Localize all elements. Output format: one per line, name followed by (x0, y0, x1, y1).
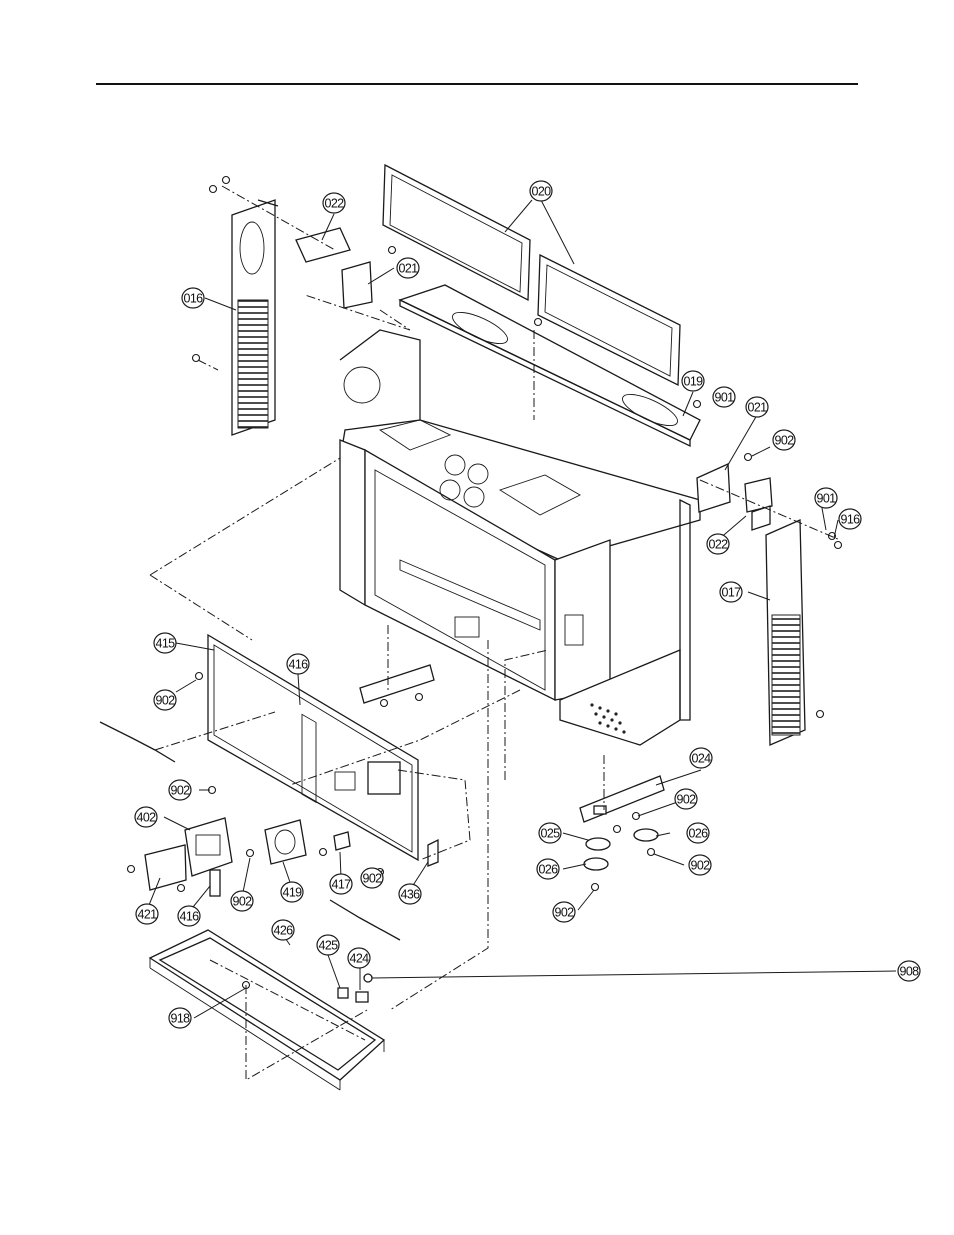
bracket-021-left (342, 262, 372, 308)
callout-016: 016 (182, 288, 204, 308)
callout-label: 902 (676, 793, 696, 807)
callout-902: 902 (773, 430, 795, 450)
front-panel-415 (208, 635, 418, 860)
callout-label: 016 (183, 292, 203, 306)
callout-902: 902 (169, 780, 191, 800)
bracket-022-right (745, 478, 772, 530)
callout-419: 419 (281, 882, 303, 902)
callout-label: 902 (170, 784, 190, 798)
callout-label: 026 (538, 863, 558, 877)
side-panel-016 (232, 200, 278, 435)
callout-436: 436 (399, 884, 421, 904)
foot-026 (634, 829, 658, 841)
callout-918: 918 (169, 1008, 191, 1028)
foot-025 (584, 838, 610, 870)
callout-022: 022 (323, 193, 345, 213)
callout-026: 026 (687, 823, 709, 843)
callout-020: 020 (530, 181, 552, 201)
callout-label: 415 (155, 637, 175, 651)
callout-402: 402 (135, 807, 157, 827)
callout-label: 918 (170, 1012, 190, 1026)
callout-label: 902 (362, 872, 382, 886)
window-frame-402 (185, 818, 232, 876)
handle-024 (580, 776, 664, 822)
callout-label: 025 (540, 827, 560, 841)
callout-label: 426 (273, 924, 293, 938)
callout-label: 421 (137, 908, 157, 922)
callout-label: 416 (179, 910, 199, 924)
callout-415: 415 (154, 633, 176, 653)
bracket-416-lower (210, 870, 220, 896)
callout-label: 019 (683, 375, 703, 389)
callout-label: 416 (288, 658, 308, 672)
callout-022: 022 (707, 534, 729, 554)
callout-021: 021 (746, 397, 768, 417)
callout-901: 901 (815, 488, 837, 508)
callout-416: 416 (287, 654, 309, 674)
callout-label: 402 (136, 811, 156, 825)
callout-label: 017 (721, 586, 741, 600)
callout-label: 901 (714, 391, 734, 405)
callout-902: 902 (689, 855, 711, 875)
callout-902: 902 (231, 891, 253, 911)
callout-label: 902 (774, 434, 794, 448)
callout-426: 426 (272, 920, 294, 940)
callout-902: 902 (361, 868, 383, 888)
callout-label: 021 (398, 262, 418, 276)
callout-label: 902 (155, 694, 175, 708)
callout-026: 026 (537, 859, 559, 879)
callout-label: 902 (232, 895, 252, 909)
callout-017: 017 (720, 582, 742, 602)
callout-902: 902 (553, 902, 575, 922)
callout-421: 421 (136, 904, 158, 924)
bracket-022-left (296, 228, 350, 262)
callout-label: 419 (282, 886, 302, 900)
callout-label: 425 (318, 939, 338, 953)
clip-417 (334, 832, 350, 850)
callout-424: 424 (348, 948, 370, 968)
callout-label: 908 (899, 965, 919, 979)
callout-908: 908 (898, 961, 920, 981)
callout-label: 916 (840, 513, 860, 527)
bracket-021-right (697, 464, 730, 512)
parts-424-425-908 (338, 974, 372, 1002)
callout-416: 416 (178, 906, 200, 926)
callout-label: 902 (690, 859, 710, 873)
callout-label: 902 (554, 906, 574, 920)
callout-916: 916 (839, 509, 861, 529)
callout-label: 436 (400, 888, 420, 902)
grille-020-left (383, 165, 530, 300)
callout-label: 901 (816, 492, 836, 506)
callout-label: 424 (349, 952, 369, 966)
callout-label: 417 (331, 878, 351, 892)
latch-436 (428, 840, 438, 866)
callout-902: 902 (675, 789, 697, 809)
cover-421 (145, 845, 186, 890)
callout-901: 901 (713, 387, 735, 407)
callout-025: 025 (539, 823, 561, 843)
callout-417: 417 (330, 874, 352, 894)
callout-label: 020 (531, 185, 551, 199)
callout-019: 019 (682, 371, 704, 391)
window-419 (265, 820, 306, 864)
callout-label: 026 (688, 827, 708, 841)
callout-label: 024 (691, 752, 711, 766)
callout-label: 022 (324, 197, 344, 211)
callout-021: 021 (397, 258, 419, 278)
callout-label: 022 (708, 538, 728, 552)
callout-902: 902 (154, 690, 176, 710)
callout-425: 425 (317, 935, 339, 955)
callout-024: 024 (690, 748, 712, 768)
side-panel-017 (766, 520, 805, 745)
callout-label: 021 (747, 401, 767, 415)
